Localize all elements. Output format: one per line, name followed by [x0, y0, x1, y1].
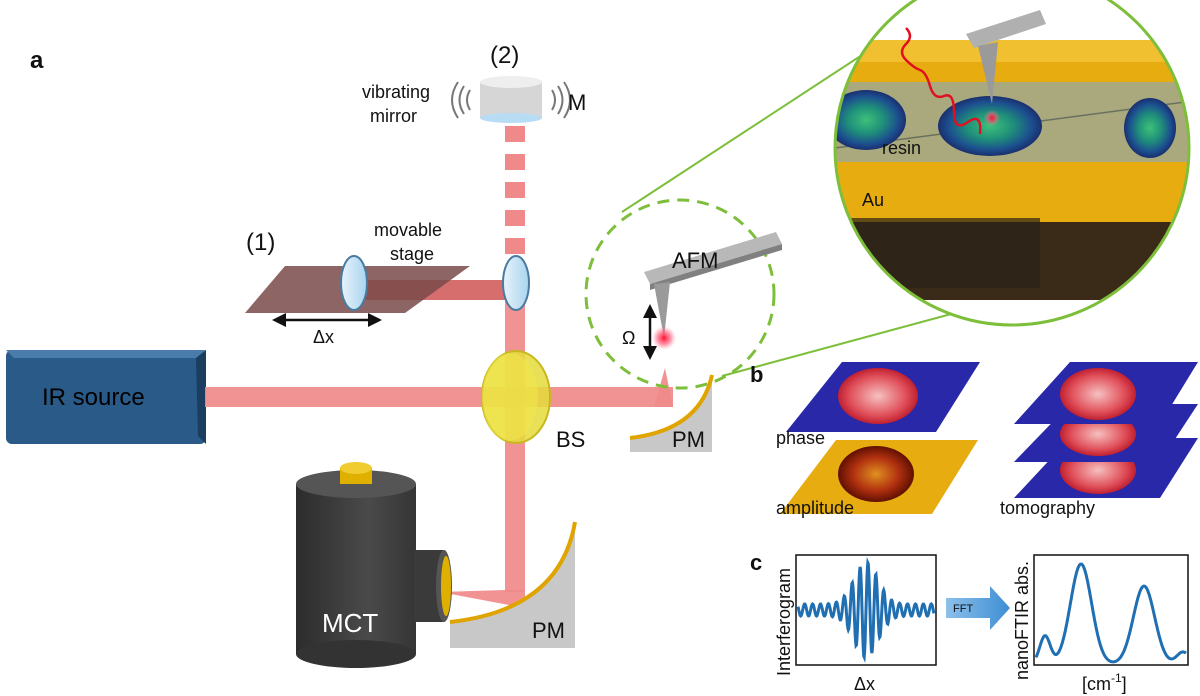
mct-detector: [296, 462, 452, 668]
pm-bottom-label: PM: [532, 618, 565, 643]
spectrum-xlabel-sup: -1: [1111, 671, 1122, 685]
mirror-desc-line2: mirror: [370, 106, 417, 126]
omega-label: Ω: [622, 328, 635, 348]
pm-right-label: PM: [672, 427, 705, 452]
dashed-beam-to-mirror: [505, 126, 525, 254]
spectrum-trace: [1034, 562, 1187, 664]
parabolic-mirror-right: [629, 374, 714, 452]
omega-oscillation-arrow: [643, 304, 657, 360]
fft-arrow: [946, 586, 1010, 630]
stage-desc-line2: stage: [390, 244, 434, 264]
stage-desc-line1: movable: [374, 220, 442, 240]
mirror-letter: M: [568, 90, 586, 115]
amplitude-image: [780, 440, 978, 514]
interferogram-xlabel: Δx: [854, 674, 875, 694]
panel-label-a: a: [30, 47, 44, 74]
afm-zoom-circle: [584, 198, 776, 390]
mirror-desc-line1: vibrating: [362, 82, 430, 102]
spectrum-ylabel: nanoFTIR abs.: [1012, 561, 1032, 680]
vibrating-mirror: [451, 76, 571, 123]
delta-x-arrow: [272, 313, 382, 327]
zoom-inset: [835, 0, 1189, 325]
interferogram-trace: [796, 557, 936, 663]
afm-cantilever: [644, 232, 782, 338]
interferogram-ylabel: Interferogram: [774, 568, 794, 676]
phase-image: [786, 362, 980, 432]
tomography-stack: [1014, 362, 1198, 498]
spectrum-plot-frame: [1033, 554, 1189, 666]
stage-number: (1): [246, 229, 275, 256]
spectrum-xlabel-pre: [cm: [1082, 674, 1111, 694]
zoom-line-top: [621, 37, 889, 213]
mirror-number: (2): [490, 42, 519, 69]
phase-label: phase: [776, 428, 825, 448]
amplitude-label: amplitude: [776, 498, 854, 518]
panel-label-b: b: [750, 362, 763, 387]
parabolic-mirror-bottom: [449, 521, 577, 648]
panel-label-c: c: [750, 550, 762, 575]
resin-label: resin: [882, 138, 921, 158]
delta-x-label: Δx: [313, 327, 334, 347]
spectrum-xlabel-post: ]: [1122, 674, 1127, 694]
fft-label: FFT: [953, 603, 973, 615]
tomography-label: tomography: [1000, 498, 1095, 518]
fixed-mirror-lens: [502, 255, 530, 311]
afm-tip-spot: [652, 326, 676, 350]
afm-label: AFM: [672, 248, 718, 273]
spectrum-xlabel: [cm-1]: [1082, 671, 1127, 694]
beamsplitter: [481, 350, 551, 444]
ir-source: IR source: [6, 350, 206, 444]
beamsplitter-label: BS: [556, 427, 585, 452]
ir-source-label: IR source: [42, 384, 145, 411]
mct-label: MCT: [322, 608, 378, 638]
gold-label: Au: [862, 190, 884, 210]
stage-mirror-lens: [340, 255, 368, 311]
zoom-inset-border: [833, 0, 1191, 327]
